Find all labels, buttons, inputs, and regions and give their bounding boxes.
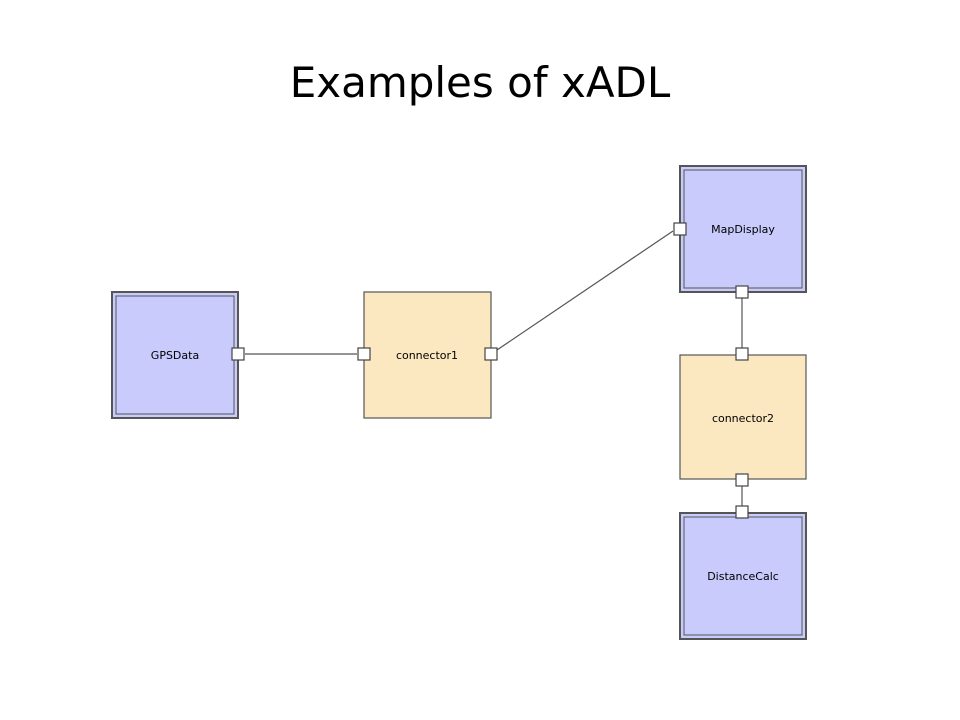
component-mapdisplay-label: MapDisplay xyxy=(711,223,775,236)
port-distancecalc-north[interactable] xyxy=(735,505,749,519)
port-mapdisplay-west[interactable] xyxy=(673,222,687,236)
component-gpsdata[interactable]: GPSData xyxy=(111,291,239,419)
link-connector1-mapdisplay xyxy=(496,230,674,351)
component-mapdisplay[interactable]: MapDisplay xyxy=(679,165,807,293)
port-connector2-north[interactable] xyxy=(735,347,749,361)
component-gpsdata-label: GPSData xyxy=(151,349,199,362)
port-mapdisplay-south[interactable] xyxy=(735,285,749,299)
slide-title: Examples of xADL xyxy=(289,58,671,107)
port-connector1-west[interactable] xyxy=(357,347,371,361)
connector-connector2[interactable]: connector2 xyxy=(679,354,807,480)
connector-connector1[interactable]: connector1 xyxy=(363,291,492,419)
connector-connector2-label: connector2 xyxy=(712,412,774,425)
component-distancecalc-label: DistanceCalc xyxy=(707,570,779,583)
port-connector2-south[interactable] xyxy=(735,473,749,487)
port-connector1-east[interactable] xyxy=(484,347,498,361)
connector-connector1-label: connector1 xyxy=(396,349,458,362)
port-gpsdata-east[interactable] xyxy=(231,347,245,361)
component-distancecalc[interactable]: DistanceCalc xyxy=(679,512,807,640)
